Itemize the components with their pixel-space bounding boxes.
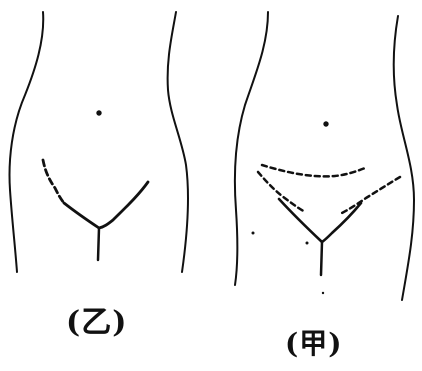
- left-figure-label: (乙): [66, 308, 127, 338]
- right-figure-dashed-lower-right: [340, 177, 400, 214]
- right-figure-mark-left: [252, 232, 255, 235]
- left-figure-outer-contour-right: [168, 12, 188, 272]
- right-figure-mark-mid: [306, 242, 309, 245]
- right-figure-groin-line-right: [322, 203, 361, 242]
- left-figure-midline: [98, 228, 99, 260]
- right-figure-groin-line-left: [279, 199, 322, 242]
- right-figure-outer-contour-left: [235, 12, 268, 285]
- left-figure-outer-contour-left: [10, 12, 44, 272]
- left-figure-groin-line-left: [64, 203, 99, 228]
- left-figure-incision-dashed: [43, 160, 64, 203]
- right-figure-outer-contour-right: [394, 16, 414, 300]
- left-figure: [10, 12, 189, 272]
- right-figure-midline: [321, 242, 322, 275]
- right-figure-navel-dot: [323, 121, 328, 126]
- right-figure-dashed-upper: [262, 165, 365, 176]
- left-figure-groin-line-right: [99, 182, 148, 228]
- right-figure: [235, 12, 414, 300]
- right-figure-label: (甲): [285, 330, 343, 358]
- right-figure-mark-bottom: [322, 292, 324, 294]
- left-figure-navel-dot: [96, 110, 101, 115]
- right-figure-dashed-lower-left: [258, 172, 305, 212]
